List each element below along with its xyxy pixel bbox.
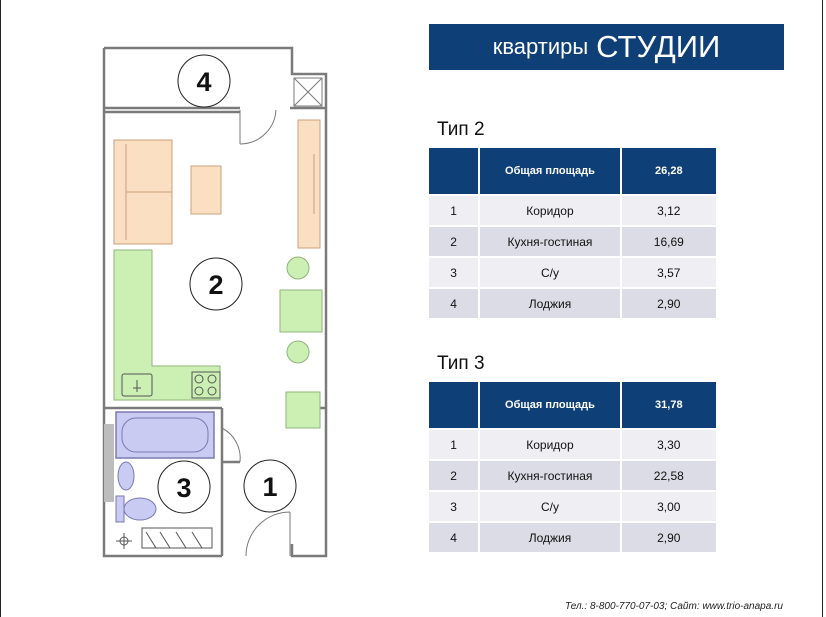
room-label-2-text: 2 <box>208 270 223 300</box>
hall-cabinet <box>285 391 321 429</box>
row-name: Кухня-гостиная <box>480 227 622 256</box>
kitchen-counter <box>113 249 221 401</box>
table-row: 1 Коридор 3,30 <box>429 430 716 459</box>
bathroom-door <box>221 427 241 463</box>
sink-icon <box>121 373 153 397</box>
type-3-table: Общая площадь 31,78 1 Коридор 3,30 2 Кух… <box>429 380 716 554</box>
row-number: 1 <box>429 196 481 225</box>
room-label-2: 2 <box>189 257 243 311</box>
chair-icon <box>286 256 310 280</box>
row-value: 2,90 <box>621 523 716 552</box>
table-row: 4 Лоджия 2,90 <box>429 523 716 552</box>
type-2-title: Тип 2 <box>437 119 485 140</box>
room-label-1: 1 <box>243 459 297 513</box>
row-number: 1 <box>429 430 481 459</box>
coffee-table <box>190 165 222 215</box>
header-banner: квартиры СТУДИИ <box>429 24 784 70</box>
row-number: 2 <box>429 461 481 490</box>
washbasin-icon <box>117 461 135 491</box>
room-label-3: 3 <box>157 460 211 514</box>
hatched-wall <box>104 424 114 502</box>
header-cell-empty <box>429 148 481 194</box>
dining-table <box>279 289 323 333</box>
table-row: 3 С/у 3,57 <box>429 258 716 287</box>
type-3-title: Тип 3 <box>437 353 485 374</box>
balcony-door <box>239 109 277 145</box>
entrance-door <box>245 511 291 557</box>
header-cell-value: 26,28 <box>621 148 716 194</box>
chair-icon <box>286 340 310 364</box>
header-title-small: квартиры <box>492 34 589 59</box>
vent-box <box>293 77 323 107</box>
row-name: Коридор <box>480 196 622 225</box>
row-value: 22,58 <box>621 461 716 490</box>
table-row: 4 Лоджия 2,90 <box>429 289 716 318</box>
table-header-row: Общая площадь 26,28 <box>429 148 716 194</box>
stove-icon <box>191 371 221 399</box>
table-row: 2 Кухня-гостиная 22,58 <box>429 461 716 490</box>
row-value: 3,00 <box>621 492 716 521</box>
room-label-4: 4 <box>177 54 231 108</box>
bottom-fixtures <box>116 527 213 549</box>
header-cell-name: Общая площадь <box>480 382 622 428</box>
table-row: 2 Кухня-гостиная 16,69 <box>429 227 716 256</box>
row-value: 2,90 <box>621 289 716 318</box>
row-number: 3 <box>429 258 481 287</box>
wardrobe <box>297 119 321 249</box>
header-cell-name: Общая площадь <box>480 148 622 194</box>
room-label-3-text: 3 <box>176 473 191 503</box>
toilet-icon <box>115 495 157 523</box>
row-value: 3,30 <box>621 430 716 459</box>
row-number: 4 <box>429 289 481 318</box>
room-label-1-text: 1 <box>262 472 277 502</box>
footer-contacts: Тел.: 8-800-770-07-03; Сайт: www.trio-an… <box>565 601 783 612</box>
header-cell-value: 31,78 <box>621 382 716 428</box>
row-value: 3,12 <box>621 196 716 225</box>
type-2-table: Общая площадь 26,28 1 Коридор 3,12 2 Кух… <box>429 146 716 320</box>
row-name: С/у <box>480 492 622 521</box>
row-number: 3 <box>429 492 481 521</box>
row-name: Лоджия <box>480 523 622 552</box>
row-number: 4 <box>429 523 481 552</box>
row-value: 16,69 <box>621 227 716 256</box>
bathtub <box>115 411 215 459</box>
row-name: Кухня-гостиная <box>480 461 622 490</box>
header-cell-empty <box>429 382 481 428</box>
row-number: 2 <box>429 227 481 256</box>
row-name: С/у <box>480 258 622 287</box>
frame-left-border <box>0 0 1 617</box>
table-header-row: Общая площадь 31,78 <box>429 382 716 428</box>
row-name: Коридор <box>480 430 622 459</box>
table-row: 1 Коридор 3,12 <box>429 196 716 225</box>
row-value: 3,57 <box>621 258 716 287</box>
floor-plan: 4 2 3 1 <box>102 46 328 558</box>
row-name: Лоджия <box>480 289 622 318</box>
room-label-4-text: 4 <box>196 67 211 97</box>
header-title-big: СТУДИИ <box>596 29 721 64</box>
table-row: 3 С/у 3,00 <box>429 492 716 521</box>
frame-right-border <box>822 0 823 617</box>
